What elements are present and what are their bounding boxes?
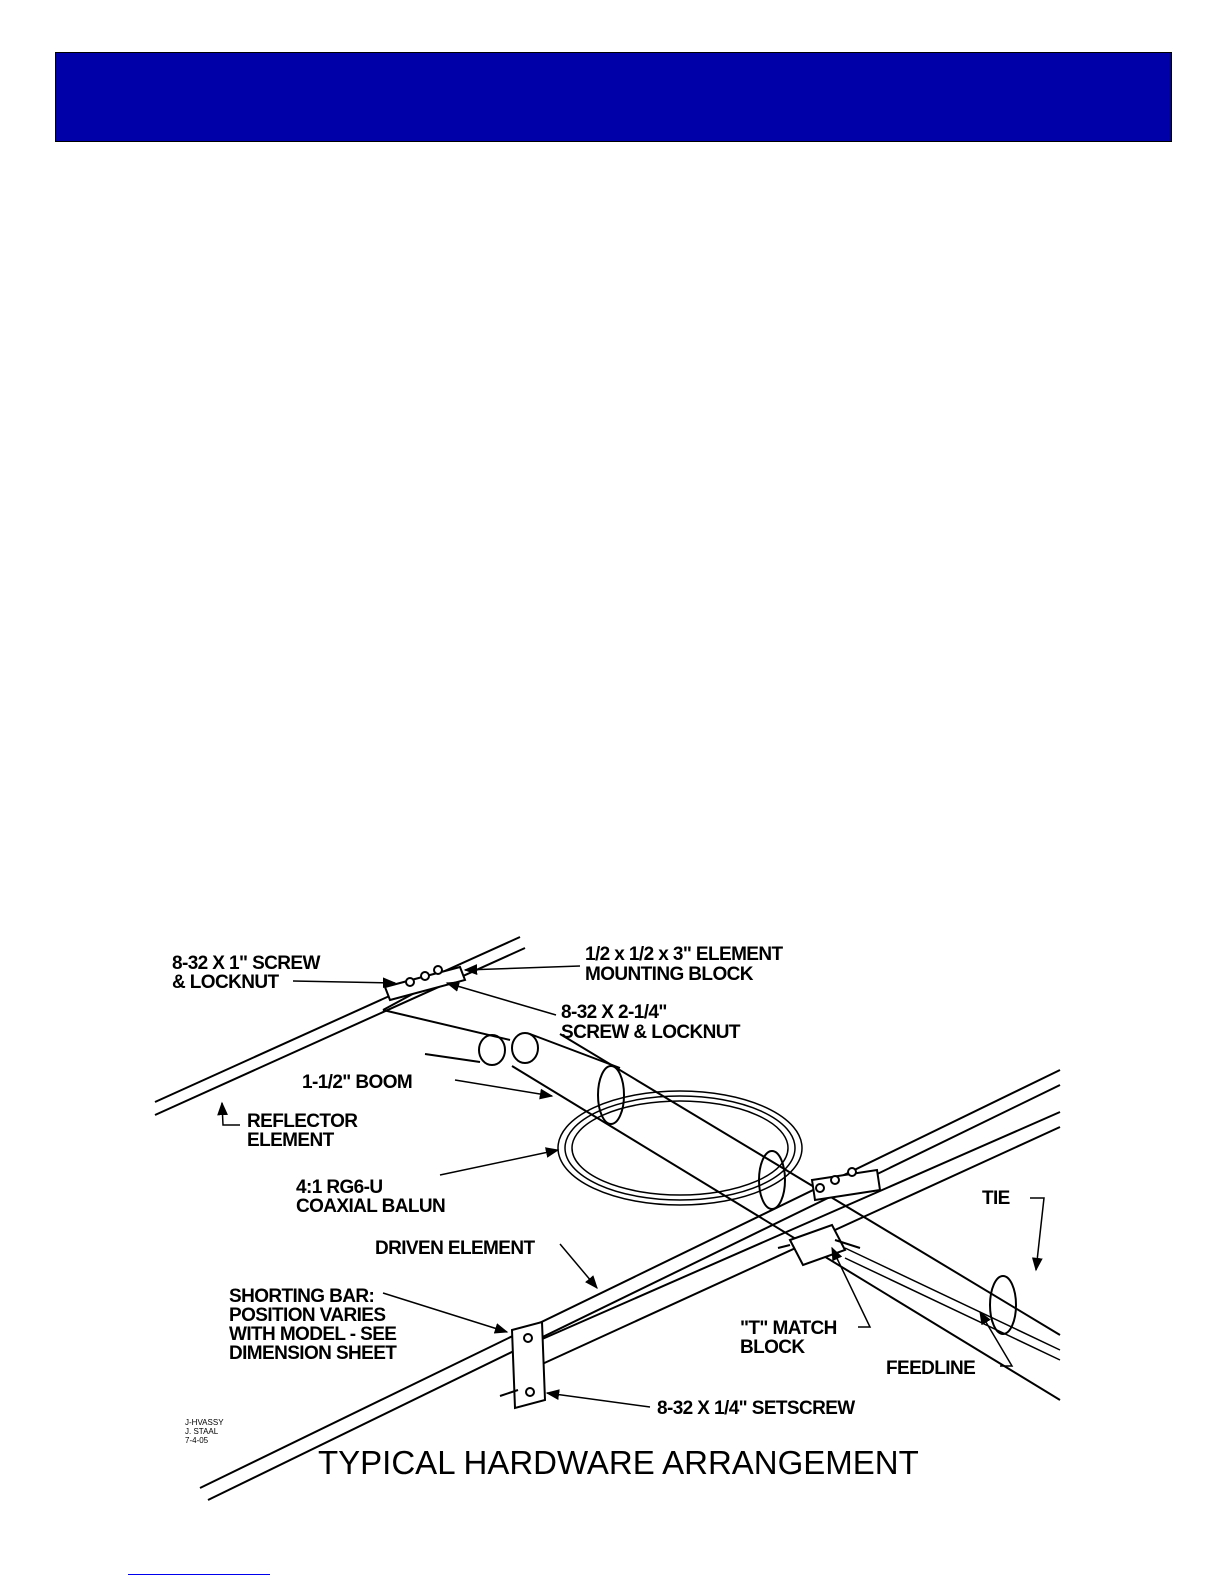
label-t-match-2: BLOCK	[740, 1337, 805, 1358]
label-feedline: FEEDLINE	[886, 1358, 975, 1379]
label-shorting-bar-1: SHORTING BAR:	[229, 1286, 374, 1307]
label-driven-element: DRIVEN ELEMENT	[375, 1238, 535, 1259]
header-bar	[55, 52, 1172, 142]
label-long-screw-2: SCREW & LOCKNUT	[561, 1022, 741, 1043]
label-shorting-bar-4: DIMENSION SHEET	[229, 1343, 397, 1364]
label-screw-locknut-2: & LOCKNUT	[172, 972, 279, 993]
shorting-bar-drawing	[499, 1320, 547, 1410]
drawing-stamp-1: J-HVASSY	[185, 1418, 224, 1427]
label-boom: 1-1/2" BOOM	[302, 1072, 412, 1093]
drawing-stamp-2: J. STAAL	[185, 1427, 219, 1436]
label-setscrew: 8-32 X 1/4" SETSCREW	[657, 1398, 855, 1419]
balun-coil-drawing	[557, 1090, 803, 1206]
label-shorting-bar-2: POSITION VARIES	[229, 1305, 385, 1326]
center-mounting-block-drawing	[810, 1167, 882, 1202]
feedline-drawing	[844, 1247, 1061, 1361]
label-long-screw-1: 8-32 X 2-1/4"	[561, 1002, 667, 1023]
footer-link-underline[interactable]	[128, 1574, 270, 1575]
label-reflector-2: ELEMENT	[247, 1130, 335, 1151]
label-mounting-block-1: 1/2 x 1/2 x 3" ELEMENT	[585, 944, 784, 965]
label-balun-2: COAXIAL BALUN	[296, 1196, 445, 1217]
reflector-mounting-block-drawing	[383, 965, 467, 1002]
label-shorting-bar-3: WITH MODEL - SEE	[229, 1324, 396, 1345]
label-tie: TIE	[982, 1188, 1010, 1209]
t-match-block-drawing	[777, 1223, 861, 1267]
label-mounting-block-2: MOUNTING BLOCK	[585, 964, 754, 985]
label-reflector-1: REFLECTOR	[247, 1111, 358, 1132]
label-t-match-1: "T" MATCH	[740, 1318, 837, 1339]
driven-element-drawing	[199, 1069, 1061, 1501]
label-balun-1: 4:1 RG6-U	[296, 1177, 382, 1198]
rear-boom-drawing	[382, 989, 621, 1069]
label-screw-locknut-1: 8-32 X 1" SCREW	[172, 953, 321, 974]
drawing-stamp-3: 7-4-05	[185, 1436, 209, 1445]
diagram-title: TYPICAL HARDWARE ARRANGEMENT	[318, 1444, 919, 1481]
